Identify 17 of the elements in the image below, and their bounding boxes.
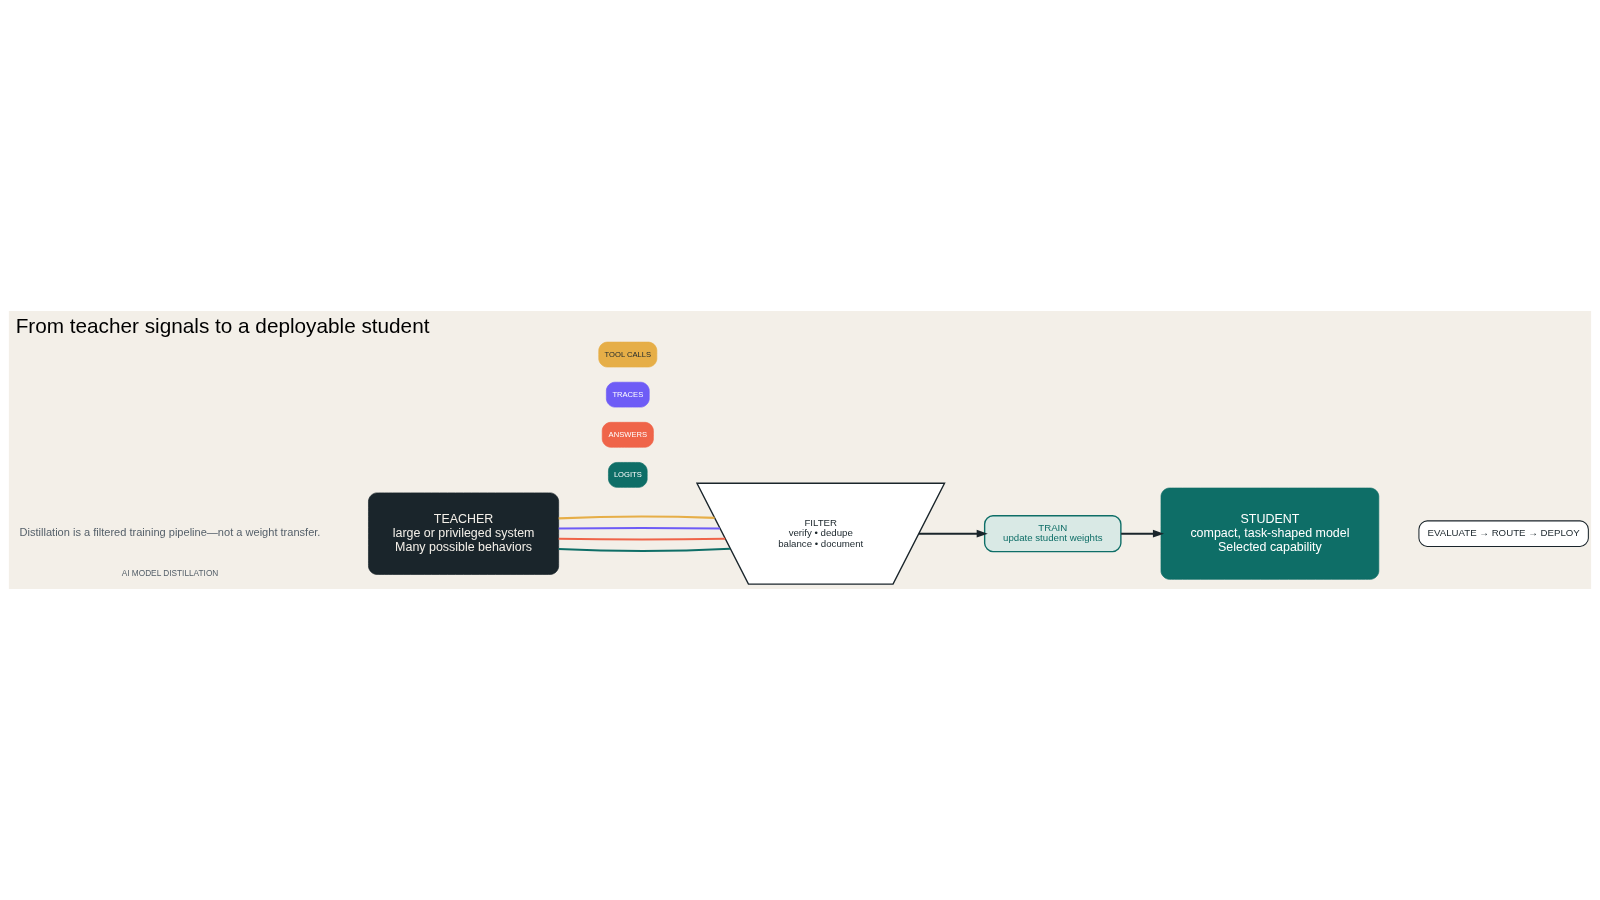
- diagram-title: From teacher signals to a deployable student: [15, 314, 430, 338]
- node-box: TOOL CALLS: [598, 341, 658, 368]
- node-box: TEACHER large or privileged system Many possible behaviors: [368, 492, 559, 575]
- connector: [558, 537, 726, 541]
- connector: [558, 515, 715, 520]
- node-box: LOGITS: [608, 462, 648, 488]
- node-box: TRAIN update student weights: [983, 515, 1122, 553]
- node-box: EVALUATE → ROUTE → DEPLOY: [1418, 520, 1589, 547]
- connector: [558, 547, 731, 552]
- node-box: ANSWERS: [601, 422, 654, 448]
- arrow: [918, 529, 988, 538]
- node-box: STUDENT compact, task-shaped model Selected capability: [1160, 487, 1380, 580]
- node-box: TRACES: [606, 381, 650, 408]
- connector: [558, 526, 720, 530]
- label: AI MODEL DISTILLATION: [121, 567, 219, 578]
- arrow: [1121, 529, 1164, 538]
- label: Distillation is a filtered training pipeline—not a weight transfer.: [19, 526, 321, 539]
